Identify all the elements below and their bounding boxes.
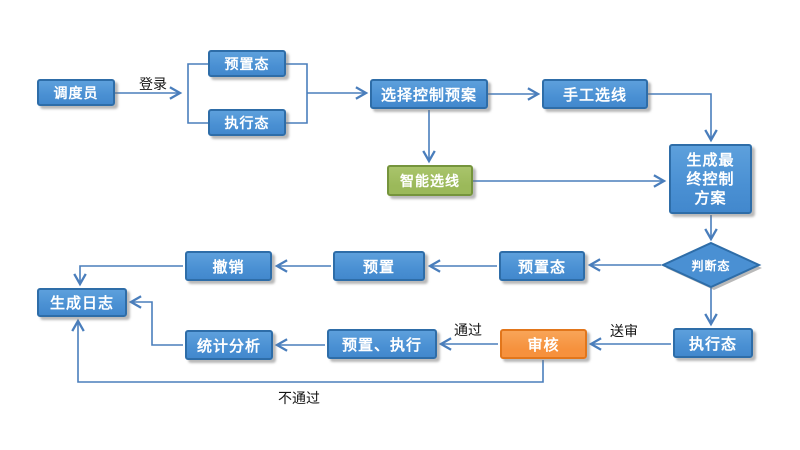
node-smart-line-select: 智能选线 — [387, 165, 473, 196]
node-preset-exec: 预置、执行 — [327, 329, 437, 359]
edge-label-not-pass: 不通过 — [278, 391, 320, 407]
node-generate-log: 生成日志 — [37, 288, 127, 317]
node-stat-analysis: 统计分析 — [185, 330, 273, 360]
edge-label-pass: 通过 — [454, 323, 482, 339]
edge-manual-generate — [648, 93, 718, 143]
judge-diamond — [660, 241, 762, 289]
edge-label-submit-review: 送审 — [610, 324, 638, 340]
node-review: 审核 — [500, 329, 587, 359]
edge-branch-left-bracket — [187, 63, 208, 124]
edge-review-log-notpass — [71, 318, 544, 383]
node-exec-state-bottom: 执行态 — [673, 328, 753, 358]
node-select-plan: 选择控制预案 — [370, 79, 488, 109]
node-dispatcher: 调度员 — [37, 79, 115, 106]
node-preset-state-top: 预置态 — [208, 50, 286, 77]
node-manual-line-select: 手工选线 — [542, 79, 648, 109]
edge-stats-log — [128, 295, 183, 346]
edge-branch-right-bracket — [286, 63, 308, 124]
node-judge-state-label: 判断态 — [691, 258, 731, 273]
edge-revoke-log — [73, 265, 183, 287]
node-exec-state-top: 执行态 — [208, 109, 286, 136]
node-preset-state-mid: 预置态 — [499, 251, 585, 281]
node-revoke: 撤销 — [185, 251, 272, 281]
edge-label-login: 登录 — [139, 77, 167, 93]
node-generate-final-plan: 生成最终控制方案 — [669, 144, 752, 214]
node-preset: 预置 — [333, 251, 425, 281]
